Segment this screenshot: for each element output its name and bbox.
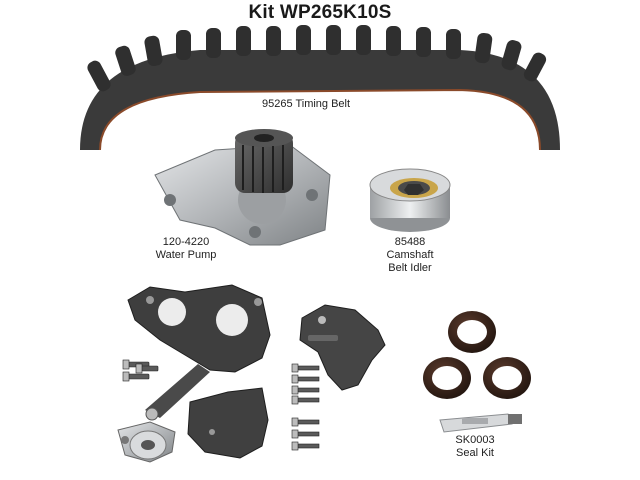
seal-rings [423,311,531,399]
bolts-left [122,359,159,382]
timing-cover-lower [187,387,269,459]
tensioner-pulley [117,421,176,463]
water-pump-number: 120-4220 [162,236,210,248]
timing-cover-front [299,304,386,391]
bolts-middle [291,363,320,451]
kit-title: Kit WP265K10S [248,2,392,23]
seal-kit-label: SK0003 Seal Kit [420,434,530,460]
timing-cover-rear [127,284,271,373]
idler-number: 85488 [394,236,426,248]
idler-name-line1: Camshaft [386,249,434,261]
timing-belt-label: 95265 Timing Belt [262,98,351,110]
camshaft-belt-idler [369,168,451,232]
water-pump [154,129,331,246]
sealant-tube [439,413,522,433]
tensioner-arm [145,364,210,421]
idler-label: 85488 Camshaft Belt Idler [360,236,460,275]
seal-kit-number: SK0003 [455,434,495,446]
water-pump-label: 120-4220 Water Pump [136,236,236,262]
seal-ring-right [483,357,531,399]
seal-ring-left [423,357,471,399]
timing-belt [80,25,560,151]
seal-ring-top [448,311,496,353]
idler-name-line2: Belt Idler [388,262,432,274]
seal-kit-name: Seal Kit [456,447,494,459]
water-pump-name: Water Pump [155,249,217,261]
